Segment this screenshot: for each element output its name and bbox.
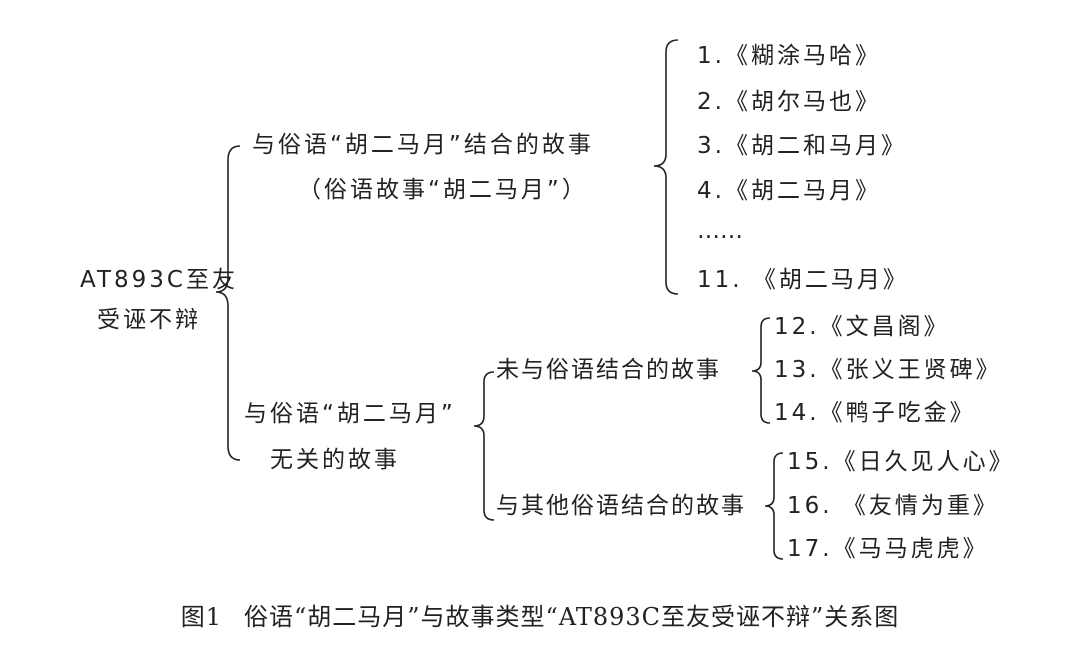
branch-a-item-11: 11. 《胡二马月》	[697, 267, 909, 293]
branch-a-line1: 与俗语“胡二马月”结合的故事	[252, 132, 594, 158]
branch-a-ellipsis: ……	[697, 218, 743, 244]
figure-caption: 图1 俗语“胡二马月”与故事类型“AT893C至友受诬不辩”关系图	[0, 597, 1080, 632]
branch-a-item-4: 4.《胡二马月》	[697, 178, 881, 204]
branch-b1-label: 未与俗语结合的故事	[496, 357, 721, 383]
figure-number: 图1	[180, 603, 222, 631]
branch-b2-item-17: 17.《马马虎虎》	[787, 536, 989, 562]
branch-b2-item-16: 16. 《友情为重》	[787, 493, 999, 519]
branch-b2-item-15: 15.《日久见人心》	[787, 449, 1015, 475]
branch-a-item-1: 1.《糊涂马哈》	[697, 43, 881, 69]
branch-b-line1: 与俗语“胡二马月”	[244, 401, 456, 427]
root-node-line1: AT893C至友	[80, 267, 238, 293]
branch-b-line2: 无关的故事	[270, 447, 400, 473]
branch-b-brace	[473, 371, 495, 521]
root-brace	[215, 145, 241, 461]
figure-title: 俗语“胡二马月”与故事类型“AT893C至友受诬不辩”关系图	[244, 603, 900, 631]
branch-a-item-2: 2.《胡尔马也》	[697, 89, 881, 115]
branch-b2-label: 与其他俗语结合的故事	[496, 493, 746, 519]
root-node-line2: 受诬不辩	[97, 307, 201, 333]
branch-b1-item-14: 14.《鸭子吃金》	[774, 400, 976, 426]
branch-a-brace	[653, 39, 679, 295]
branch-b1-item-12: 12.《文昌阁》	[774, 314, 950, 340]
branch-b1-brace	[751, 317, 771, 424]
branch-b2-brace	[764, 452, 784, 560]
branch-a-line2: （俗语故事“胡二马月”）	[298, 177, 588, 203]
branch-b1-item-13: 13.《张义王贤碑》	[774, 357, 1002, 383]
branch-a-item-3: 3.《胡二和马月》	[697, 133, 907, 159]
